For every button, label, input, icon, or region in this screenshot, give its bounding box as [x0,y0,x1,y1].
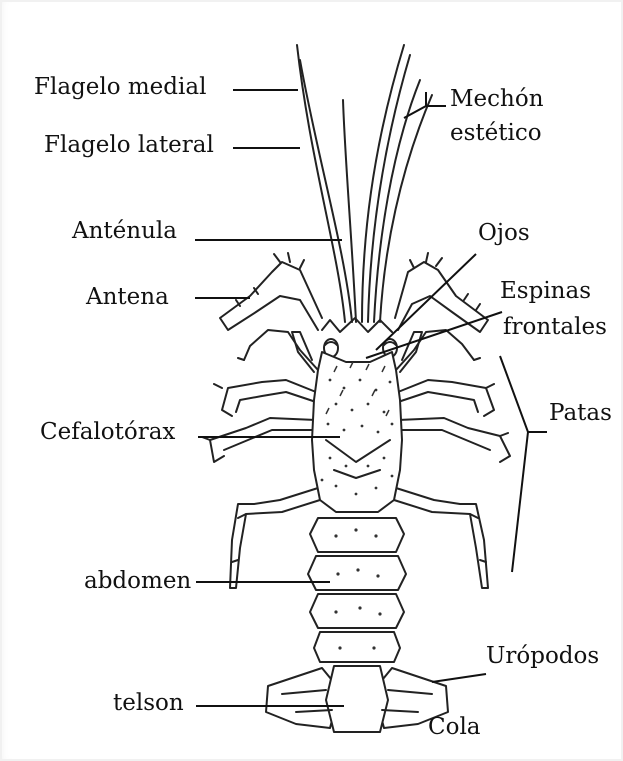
carapace [312,352,402,512]
leader-ojos [376,254,476,350]
legs-left [202,330,320,588]
leader-patas [500,356,547,572]
label-patas: Patas [549,402,612,425]
label-antena: Antena [86,286,169,309]
frontal-spines [322,318,392,332]
antennule-flagella [297,45,432,322]
abdomen-segments [308,518,406,662]
leader-uropodos [432,674,486,682]
label-uropodos: Urópodos [486,645,599,668]
label-abdomen: abdomen [84,570,191,593]
label-cola: Cola [428,716,481,739]
legs-right [394,330,510,588]
label-flagelo-medial: Flagelo medial [34,76,206,99]
tail-fan [266,666,448,732]
leader-espinas [366,312,502,358]
label-frontales: frontales [503,316,607,339]
label-ojos: Ojos [478,222,530,245]
label-estetico: estético [450,122,542,145]
label-telson: telson [113,692,184,715]
label-cefalotorax: Cefalotórax [40,421,175,444]
label-mechon: Mechón [450,88,544,111]
label-espinas: Espinas [500,280,591,303]
label-antenula: Anténula [72,220,177,243]
label-flagelo-lateral: Flagelo lateral [44,134,214,157]
